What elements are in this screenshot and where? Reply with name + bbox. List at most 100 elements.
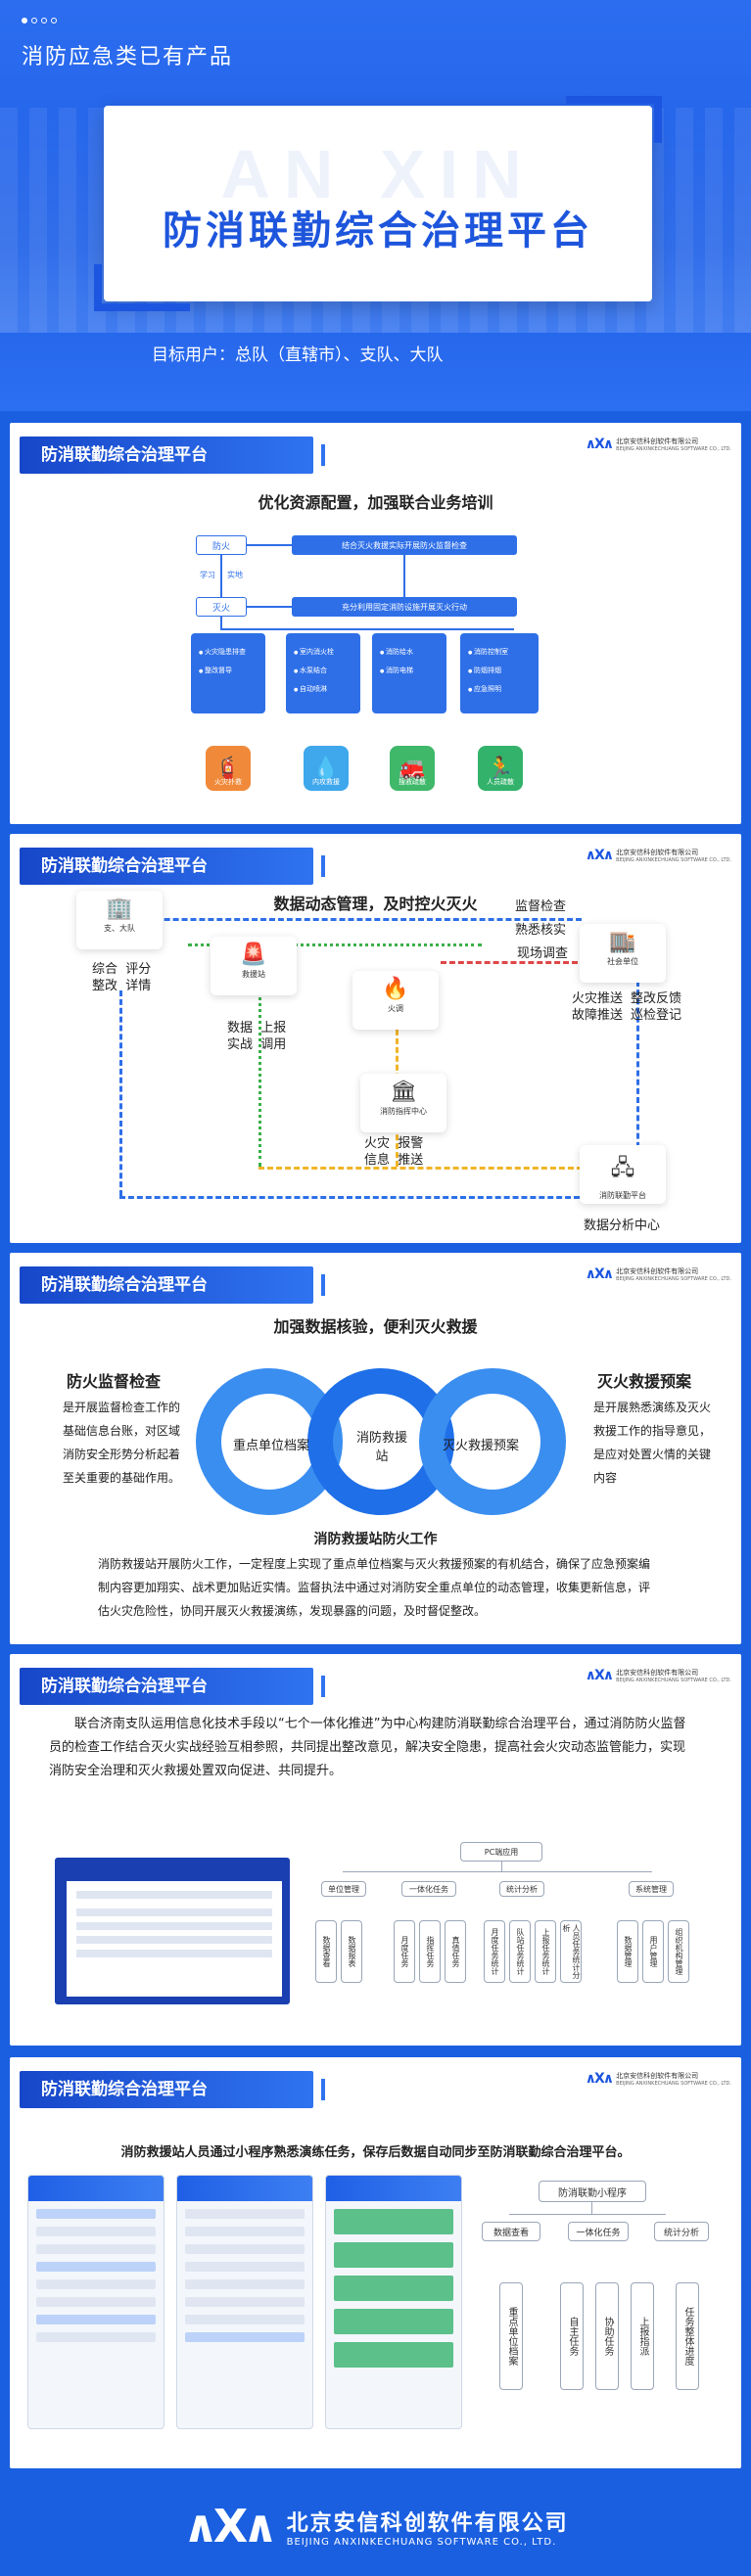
- section-heading: 消防救援站人员通过小程序熟悉演练任务，保存后数据自动同步至防消联勤综合治理平台。: [120, 2145, 631, 2160]
- logo-mark-icon: ∧X∧: [585, 848, 614, 863]
- node-label: 社会单位: [607, 957, 638, 966]
- brand-en: BEIJING ANXINKECHUANG SOFTWARE CO., LTD.: [616, 446, 731, 452]
- left-text: 是开展监督检查工作的基础信息台账，对区域消防安全形势分析起着至关重要的基础作用。: [63, 1401, 181, 1485]
- brand-cn: 北京安信科创软件有限公司: [616, 1669, 699, 1677]
- tree-leaf: 上报指派: [631, 2282, 654, 2390]
- office-icon: 🏬: [609, 930, 636, 954]
- connector-line: [119, 1196, 580, 1199]
- section-tag: 防消联勤综合治理平台: [20, 1668, 325, 1705]
- network-icon: 🖧: [610, 1156, 635, 1180]
- label-verify: 熟悉核实: [515, 923, 567, 938]
- command-icon: 🏛: [390, 1080, 417, 1104]
- fire-station-icon: 🚨: [240, 943, 267, 967]
- tree-leaf: 人员任务统计分析: [560, 1920, 582, 1983]
- hero-top-title: 消防应急类已有产品: [22, 45, 234, 69]
- category-column: 火灾隐患排查 整改督导: [191, 633, 265, 713]
- icon-label: 火灾扑救: [214, 778, 242, 786]
- right-title: 灭火救援预案: [597, 1372, 692, 1391]
- category-item: 消防电梯: [380, 662, 439, 680]
- page-title: 防消联勤综合治理平台: [163, 208, 593, 253]
- fire-hydrant-icon: 🧯: [206, 746, 251, 791]
- section-resource: 防消联勤综合治理平台 ∧X∧ 北京安信科创软件有限公司 BEIJING ANXI…: [10, 423, 741, 824]
- brand-cn: 北京安信科创软件有限公司: [616, 437, 699, 445]
- label-train: 实地: [227, 571, 243, 579]
- category-item: 整改督导: [199, 662, 258, 680]
- tree-leaf: 月度任务统计: [484, 1920, 505, 1983]
- connector-line: [119, 990, 122, 1196]
- label-report: 数据 上报 实战 调用: [227, 1021, 287, 1052]
- brand-cn: 北京安信科创软件有限公司: [616, 849, 699, 856]
- screenshot-pc: [55, 1858, 290, 2004]
- left-title: 防火监督检查: [67, 1372, 162, 1391]
- pager-dot[interactable]: [31, 18, 37, 23]
- pager-dot[interactable]: [22, 18, 27, 23]
- company-name-en: BEIJING ANXINKECHUANG SOFTWARE CO., LTD.: [286, 2536, 557, 2548]
- right-text: 是开展熟悉演练及灭火救援工作的指导意见，是应对处置火情的关键内容: [593, 1401, 712, 1485]
- section-platform: 防消联勤综合治理平台 ∧X∧ 北京安信科创软件有限公司 BEIJING ANXI…: [10, 1654, 741, 2046]
- box-supervision: 结合灭火救援实际开展防火监督检查: [292, 535, 517, 555]
- hero-title-card: AN XIN 防消联勤综合治理平台: [94, 96, 662, 311]
- tree-group: 一体化任务: [401, 1881, 456, 1897]
- logo-mark-icon: ∧X∧: [585, 1668, 614, 1683]
- tree-root: PC端应用: [460, 1842, 542, 1862]
- section-data-verify: 防消联勤综合治理平台 ∧X∧ 北京安信科创软件有限公司 BEIJING ANXI…: [10, 1253, 741, 1644]
- category-column: 消防给水 消防电梯: [372, 633, 446, 713]
- category-column: 室内消火栓 水泵结合 自动喷淋: [286, 633, 360, 713]
- tree-line: [501, 1862, 502, 1871]
- category-item: 防烟排烟: [468, 662, 531, 680]
- tree-line: [509, 2214, 666, 2215]
- connector-line: [636, 981, 639, 1157]
- icon-label: 内攻救援: [312, 778, 340, 786]
- node-brigade[interactable]: 🏢 支、大队: [76, 891, 163, 949]
- connector-line: [258, 1167, 591, 1170]
- phone-screen: [325, 2175, 462, 2429]
- icon-label: 搜救疏散: [399, 778, 426, 786]
- section-tag: 防消联勤综合治理平台: [20, 437, 325, 474]
- category-item: 水泵结合: [294, 662, 352, 680]
- tree-group: 统计分析: [654, 2222, 709, 2241]
- brand-en: BEIJING ANXINKECHUANG SOFTWARE CO., LTD.: [616, 2081, 731, 2087]
- category-item: 消防控制室: [468, 643, 531, 662]
- tree-leaf: 用户管理: [642, 1920, 664, 1983]
- tree-line: [591, 2202, 592, 2214]
- label-alarm: 火灾 报警 信息 推送: [364, 1136, 424, 1168]
- node-station[interactable]: 🚨 救援站: [211, 937, 297, 995]
- node-social-unit[interactable]: 🏬 社会单位: [580, 924, 666, 983]
- company-logo-icon: ∧X∧: [182, 2500, 278, 2553]
- box-firefighting: 灭火: [196, 597, 247, 617]
- tree-root: 防消联勤小程序: [539, 2181, 646, 2202]
- category-item: 消防给水: [380, 643, 439, 662]
- box-fire-prevention: 防火: [196, 535, 247, 555]
- hero-banner: 消防应急类已有产品 AN XIN 防消联勤综合治理平台 目标用户：总队（直辖市）…: [0, 0, 751, 411]
- section-paragraph: 消防救援站开展防火工作，一定程度上实现了重点单位档案与灭火救援预案的有机结合，确…: [98, 1557, 651, 1618]
- target-users: 目标用户：总队（直辖市）、支队、大队: [152, 345, 444, 365]
- building-icon: 🏢: [106, 897, 133, 921]
- runner-icon: 🏃: [478, 746, 523, 791]
- connector: [220, 617, 222, 628]
- pager-dot[interactable]: [51, 18, 57, 23]
- ring-mid-label: 消防救援站: [355, 1431, 407, 1464]
- connector-line: [441, 961, 578, 964]
- node-fire-investigation[interactable]: 🔥 火调: [352, 971, 439, 1030]
- section-paragraph: 联合济南支队运用信息化技术手段以“七个一体化推进”为中心构建防消联勤综合治理平台…: [49, 1717, 686, 1778]
- connector: [247, 606, 292, 608]
- logo-mark-icon: ∧X∧: [585, 1266, 614, 1282]
- icon-label: 人员疏散: [487, 778, 514, 786]
- connector-line: [258, 943, 261, 1167]
- brand-mini: ∧X∧ 北京安信科创软件有限公司 BEIJING ANXINKECHUANG S…: [586, 437, 731, 452]
- tree-group: 数据查看: [482, 2222, 540, 2241]
- label-push: 火灾推送 故障推送: [572, 991, 624, 1023]
- tree-leaf: 协助任务: [595, 2282, 619, 2390]
- brand-mini: ∧X∧ 北京安信科创软件有限公司 BEIJING ANXINKECHUANG S…: [586, 848, 731, 863]
- brand-en: BEIJING ANXINKECHUANG SOFTWARE CO., LTD.: [616, 857, 731, 863]
- connector-line: [188, 943, 482, 946]
- pager-dots: [22, 18, 57, 23]
- node-command-center[interactable]: 🏛 消防指挥中心: [360, 1074, 446, 1132]
- label-learn: 学习: [200, 571, 215, 579]
- pager-dot[interactable]: [41, 18, 47, 23]
- node-platform[interactable]: 🖧 消防联勤平台: [580, 1145, 666, 1204]
- node-label: 救援站: [242, 970, 265, 979]
- phone-screen: [176, 2175, 313, 2429]
- tree-group: 统计分析: [499, 1881, 544, 1897]
